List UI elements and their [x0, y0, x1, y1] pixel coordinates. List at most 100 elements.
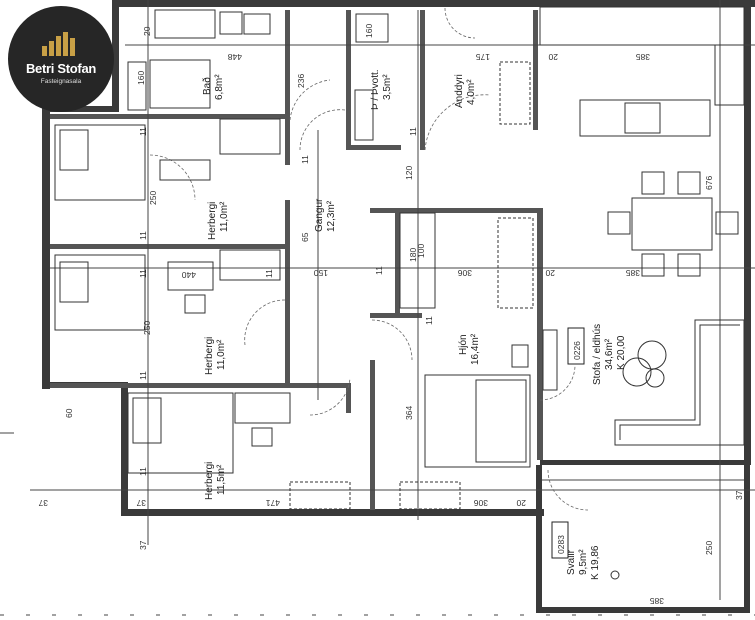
- dim-v-676: 676: [704, 176, 714, 190]
- wall-herb1-bottom: [50, 244, 290, 249]
- wall-upper-left: [42, 106, 119, 112]
- wall-right: [744, 0, 751, 465]
- room-anddyri-area: 4,0m²: [466, 79, 477, 105]
- wall-hjon-lefts: [370, 313, 422, 318]
- room-gangur-area: 12,3m²: [326, 200, 337, 232]
- svalir-tag-code: 0283: [556, 535, 566, 554]
- toilet: [219, 11, 243, 35]
- bathtub: [154, 9, 216, 39]
- wardrobe-hjon-b: [497, 217, 534, 309]
- washer: [355, 13, 389, 43]
- dim-v-11c: 11: [138, 269, 148, 278]
- door-swing-herb3: [309, 377, 351, 416]
- wall-hjon-right: [537, 208, 543, 460]
- room-herb3-name: Herbergi: [204, 462, 215, 500]
- interior-walls: [50, 10, 543, 510]
- dim-v-180: 180: [408, 248, 418, 262]
- room-hjon-area: 16,4m²: [470, 333, 481, 365]
- dim-h-20c: 20: [545, 268, 555, 278]
- dim-h-37b: 37: [136, 498, 146, 508]
- room-stofa-height: K 20,00: [616, 335, 627, 370]
- bed-herb2: [54, 254, 146, 331]
- door-swings: [149, 7, 589, 511]
- chair-herb3: [251, 427, 273, 447]
- cooktop: [624, 102, 661, 134]
- closet-anddyri: [499, 61, 531, 125]
- sink: [243, 13, 271, 35]
- coffee-table-2: [622, 357, 652, 387]
- dining-chair-2: [677, 171, 701, 195]
- wall-top-left-corner: [112, 0, 119, 112]
- door-swing-herb2: [244, 299, 286, 346]
- dim-v-37c: 37: [138, 540, 148, 550]
- dim-h-306a: 306: [458, 268, 472, 278]
- logo-buildings-icon: [42, 32, 80, 56]
- dim-h-100: 100: [416, 244, 426, 258]
- dining-chair-4: [677, 253, 701, 277]
- room-bad-area: 6,8m²: [214, 74, 225, 100]
- shower-bad: [149, 59, 211, 109]
- dim-v-11h: 11: [374, 266, 384, 275]
- dining-chair-5: [607, 211, 631, 235]
- pillow-herb3: [132, 397, 162, 444]
- wardrobe-herb2: [219, 249, 281, 281]
- dim-b-306: 306: [474, 498, 488, 508]
- dim-h-20b: 20: [548, 52, 558, 62]
- door-swing-bad: [289, 79, 331, 121]
- room-anddyri-name: Anddyri: [454, 74, 465, 108]
- wall-hjon-top: [370, 208, 538, 213]
- wall-anddyri-right: [533, 10, 538, 130]
- room-thvott-area: 3,5m²: [382, 74, 393, 100]
- dim-v-11e: 11: [138, 467, 148, 476]
- door-swing-gangur: [299, 109, 346, 151]
- dim-h-150: 150: [314, 268, 328, 278]
- wall-bad-bottom: [50, 114, 290, 119]
- door-swing-anddyri: [424, 94, 491, 151]
- dim-v-11d: 11: [138, 371, 148, 380]
- wall-left-lower: [121, 382, 128, 510]
- dim-v-160a: 160: [136, 71, 146, 85]
- room-bad-name: Bað: [201, 77, 213, 95]
- coffee-table-1: [637, 340, 667, 370]
- dim-h-60: 60: [64, 408, 74, 418]
- wall-herb3-top: [128, 383, 348, 388]
- room-svalir-name: Svalir: [566, 549, 577, 575]
- dim-v-160b: 160: [364, 24, 374, 38]
- pillow-herb2: [59, 261, 89, 303]
- dim-b-471: 471: [266, 498, 280, 508]
- wardrobe-hjon-a: [399, 212, 436, 309]
- dim-v-11g: 11: [408, 127, 418, 136]
- wall-balcony-right: [744, 465, 750, 613]
- dining-chair-6: [715, 211, 739, 235]
- wall-top: [112, 0, 755, 7]
- dim-v-250c: 250: [704, 541, 714, 555]
- wall-herb-right: [285, 200, 290, 383]
- door-swing-living: [539, 364, 576, 401]
- dimension-labels: 385 448 175 236 120 676 250 65 100 150 3…: [38, 24, 744, 606]
- furniture: [54, 6, 745, 580]
- room-herb1-name: Herbergi: [207, 202, 218, 240]
- wall-bad-right: [285, 10, 290, 165]
- dim-top-175: 175: [476, 52, 490, 62]
- logo-name: Betri Stofan: [25, 61, 97, 76]
- wardrobe-herb3: [289, 481, 351, 510]
- room-svalir-height: K 19,86: [590, 545, 601, 580]
- logo-subtitle: Fasteignasala: [40, 78, 82, 85]
- stofa-tag-box: [567, 327, 585, 365]
- room-herb2-name: Herbergi: [204, 337, 215, 375]
- dim-h-440: 440: [182, 270, 196, 280]
- dim-top-448: 448: [228, 52, 242, 62]
- wall-hjon-left: [395, 213, 400, 313]
- room-herb3-area: 11,5m²: [216, 464, 227, 495]
- dim-h-37a: 37: [38, 498, 48, 508]
- sofa: [614, 319, 745, 446]
- space-tags: 0226 0283: [551, 327, 585, 559]
- sofa-inner: [619, 324, 740, 440]
- room-herb1-area: 11,0m²: [219, 201, 230, 232]
- dim-v-120: 120: [404, 166, 414, 180]
- room-gangur-name: Gangur: [314, 198, 325, 232]
- coffee-table-3: [645, 368, 665, 388]
- room-hjon-name: Hjón: [458, 334, 469, 355]
- door-swing-herb1: [149, 154, 196, 201]
- company-logo: Betri Stofan Fasteignasala: [8, 6, 114, 112]
